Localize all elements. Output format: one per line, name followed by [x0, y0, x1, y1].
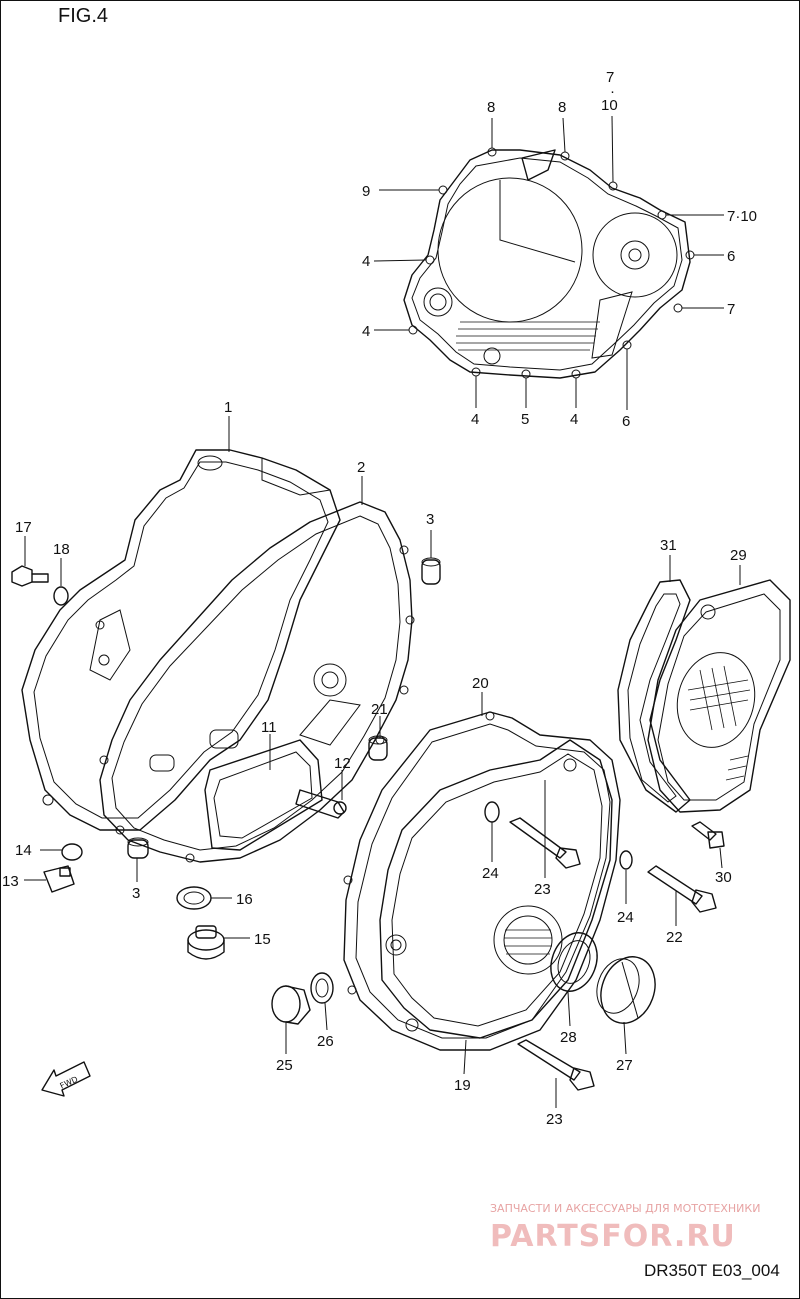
callout-2: 2: [357, 459, 365, 476]
callout-9: 9: [362, 183, 370, 200]
callout-25: 25: [276, 1057, 293, 1074]
watermark-tagline: ЗАПЧАСТИ И АКСЕССУАРЫ ДЛЯ МОТОТЕХНИКИ: [490, 1202, 760, 1215]
crankcase-gasket-drawing: [99, 501, 415, 863]
callout-7-right: 7: [727, 301, 735, 318]
callout-16: 16: [236, 891, 253, 908]
oring-28: [550, 932, 598, 992]
sprocket-cover-gasket-31: [617, 579, 691, 813]
washer-26: [310, 972, 334, 1004]
callout-6-upper: 6: [727, 248, 735, 265]
callout-26: 26: [317, 1033, 334, 1050]
callout-13: 13: [2, 873, 19, 890]
callout-12: 12: [334, 755, 351, 772]
washer-24-left: [484, 801, 500, 823]
callout-7-top: 7: [606, 69, 614, 86]
callout-31: 31: [660, 537, 677, 554]
figure-title: FIG.4: [58, 5, 108, 27]
clutch-cover-drawing: [403, 147, 695, 379]
dowel-pin-21: [368, 735, 388, 761]
callout-4-d: 4: [570, 411, 578, 428]
callout-3-lower: 3: [132, 885, 140, 902]
callout-4-c: 4: [471, 411, 479, 428]
callout-22: 22: [666, 929, 683, 946]
dowel-pin-3-upper: [421, 557, 441, 585]
callout-6-lower: 6: [622, 413, 630, 430]
fwd-arrow-icon: FWD: [41, 1061, 91, 1097]
dowel-pin-3-lower: [127, 837, 149, 859]
part-16-oring: [176, 886, 212, 910]
callout-8-right: 8: [558, 99, 566, 116]
callout-10: 10: [601, 97, 618, 114]
callout-8-left: 8: [487, 99, 495, 116]
part-13-plug: [43, 865, 75, 893]
callout-3-upper: 3: [426, 511, 434, 528]
callout-5: 5: [521, 411, 529, 428]
magneto-cover-drawing: [379, 739, 613, 1039]
callout-17: 17: [15, 519, 32, 536]
part-14-cap: [61, 843, 83, 861]
callout-20: 20: [472, 675, 489, 692]
bolt-23-upper: [509, 817, 581, 869]
callout-24-right: 24: [617, 909, 634, 926]
callout-30: 30: [715, 869, 732, 886]
watermark-logo: PARTSFOR.RU: [490, 1219, 736, 1254]
callout-23-upper: 23: [534, 881, 551, 898]
bolt-17: [11, 565, 49, 587]
bolt-22: [647, 865, 717, 913]
svg-text:·: ·: [610, 83, 615, 100]
callout-19: 19: [454, 1077, 471, 1094]
callout-27: 27: [616, 1057, 633, 1074]
clutch-cover-leaders: [373, 115, 724, 410]
washer-24-right: [619, 850, 633, 870]
callout-4-a: 4: [362, 253, 370, 270]
watermark: ЗАПЧАСТИ И АКСЕССУАРЫ ДЛЯ МОТОТЕХНИКИ PA…: [490, 1202, 760, 1254]
reference-code: DR350T E03_004: [644, 1261, 780, 1280]
part-15-plug: [187, 925, 225, 960]
callout-labels: 7 · 10 8 8 9 7·10 6 4 7 4 4 5 4 6 1 2 3 …: [2, 69, 757, 1128]
callout-15: 15: [254, 931, 271, 948]
inner-details-drawing: [149, 663, 361, 851]
callout-23-lower: 23: [546, 1111, 563, 1128]
callout-21: 21: [371, 701, 388, 718]
sprocket-cover-29: [647, 579, 791, 813]
plug-27: [596, 956, 656, 1024]
callout-28: 28: [560, 1029, 577, 1046]
callout-11: 11: [261, 719, 277, 736]
washer-18: [53, 586, 69, 606]
magneto-gasket-drawing: [343, 711, 621, 1051]
crankcase-drawing: [21, 449, 341, 831]
callout-29: 29: [730, 547, 747, 564]
lower-leaders: [24, 416, 741, 1108]
bolt-23-lower: [517, 1039, 595, 1091]
callout-14: 14: [15, 842, 32, 859]
callout-4-b: 4: [362, 323, 370, 340]
callout-24-left: 24: [482, 865, 499, 882]
bolt-30: [691, 821, 725, 849]
callout-18: 18: [53, 541, 70, 558]
fwd-label: FWD: [59, 1075, 80, 1091]
callout-7-10-a: 7·10: [727, 208, 757, 225]
plug-25: [271, 985, 311, 1025]
bolt-12: [295, 789, 347, 819]
callout-1: 1: [224, 399, 232, 416]
